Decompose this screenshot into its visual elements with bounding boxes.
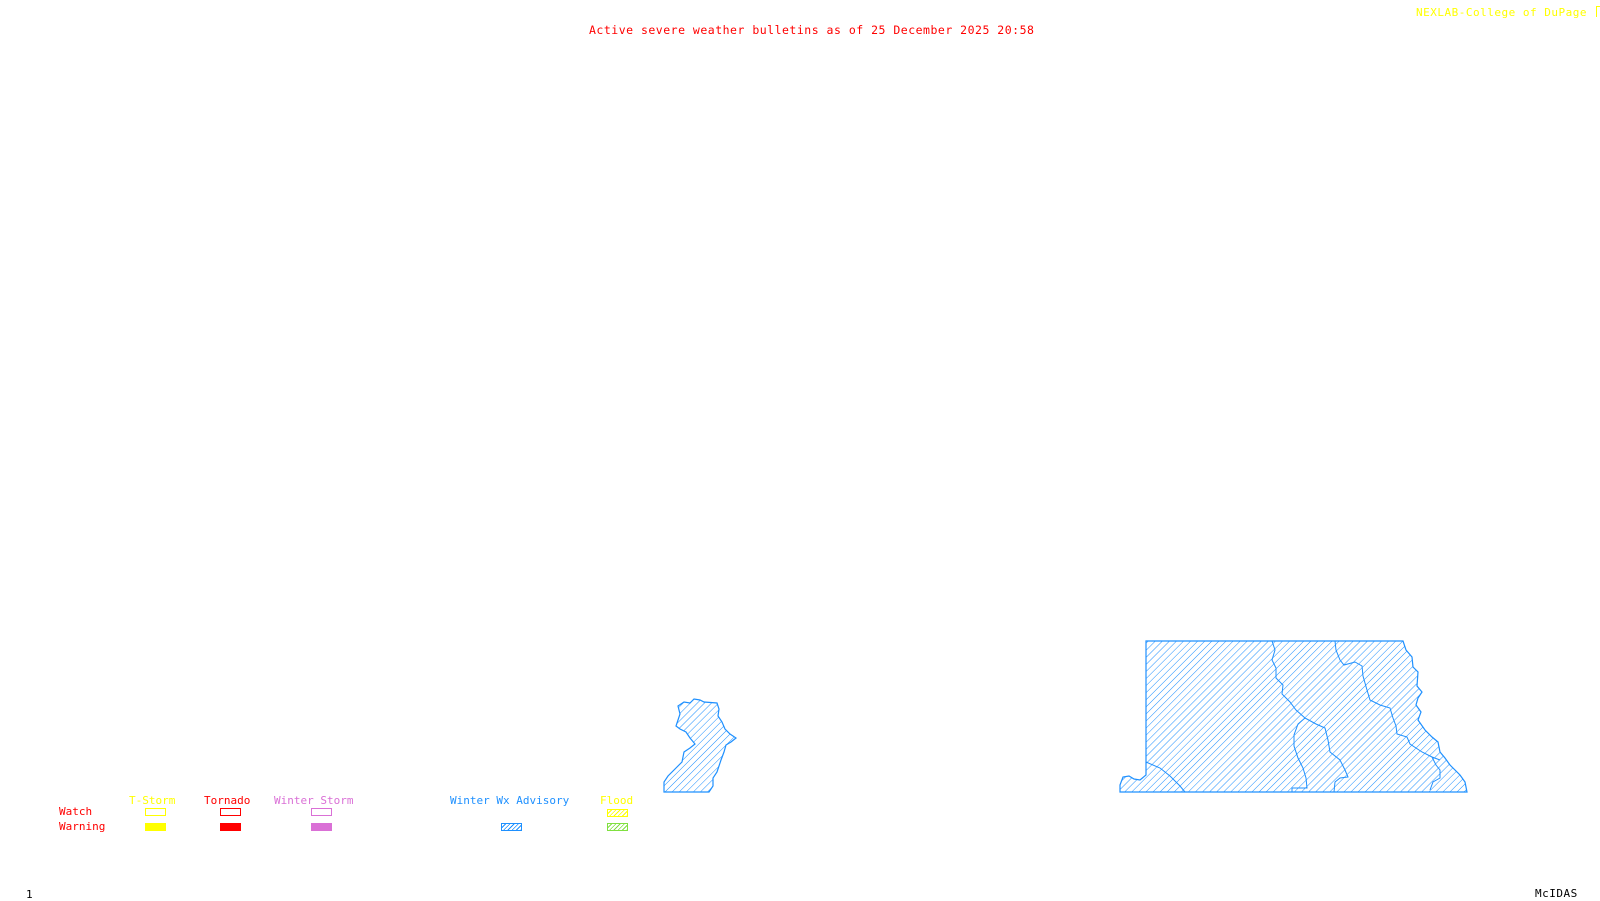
legend-tornado-label: Tornado (204, 794, 251, 807)
legend-winter-advisory-label: Winter Wx Advisory (450, 794, 570, 807)
credit-text: NEXLAB-College of DuPage (1416, 6, 1587, 19)
winter-wx-advisory-area-east[interactable] (1119, 640, 1468, 793)
legend-flood-warning-swatch (607, 823, 628, 831)
credit-label: NEXLAB-College of DuPage (1416, 5, 1600, 19)
zone-boundary (1334, 640, 1441, 761)
zone-boundary (1291, 717, 1308, 792)
legend-row-label-warning: Warning (59, 820, 106, 833)
zone-boundary (1271, 640, 1306, 719)
frame-number: 1 (26, 888, 34, 901)
bulletin-title: Active severe weather bulletins as of 25… (589, 23, 1035, 37)
software-label: McIDAS (1535, 887, 1578, 900)
legend-tornado-warning-swatch (220, 823, 241, 831)
legend-winter-storm-warning-swatch (311, 823, 332, 831)
legend-tornado-watch-swatch (220, 808, 241, 816)
legend-winter-advisory-swatch (501, 823, 522, 831)
legend-winter-storm-watch-swatch (311, 808, 332, 816)
zone-boundaries (1145, 640, 1441, 793)
legend-winter-storm-label: Winter Storm (274, 794, 354, 807)
legend-flood-label: Flood (600, 794, 634, 807)
legend-tstorm-warning-swatch (145, 823, 166, 831)
legend-flood-watch-swatch (607, 809, 628, 817)
legend-row-label-watch: Watch (59, 805, 93, 818)
zone-boundary (1145, 761, 1186, 793)
corner-logo-icon (1596, 6, 1600, 17)
zone-boundary (1429, 756, 1441, 791)
winter-wx-advisory-area-west[interactable] (663, 698, 738, 793)
legend-tstorm-label: T-Storm (129, 794, 176, 807)
legend-tstorm-watch-swatch (145, 808, 166, 816)
zone-boundary (1304, 717, 1349, 793)
